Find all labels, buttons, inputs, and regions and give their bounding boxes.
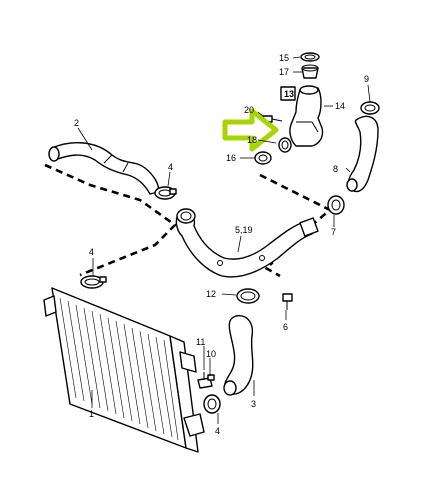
- hose-part-2: [48, 141, 160, 195]
- clamp-part-4-upper: [154, 186, 177, 200]
- callout-6: 6: [283, 322, 288, 332]
- callout-5-19: 5,19: [235, 225, 253, 235]
- callout-7: 7: [331, 227, 336, 237]
- hose-part-3: [223, 315, 254, 396]
- clamp-part-7: [327, 195, 345, 215]
- callout-12: 12: [206, 289, 216, 299]
- callout-10: 10: [206, 349, 216, 359]
- cap-part-15: [300, 52, 320, 62]
- highlight-arrow: [222, 108, 279, 152]
- pipe-part-5-19: [175, 208, 319, 278]
- callout-16: 16: [226, 153, 236, 163]
- dashed-line-left: [44, 163, 178, 277]
- hose-part-8: [346, 115, 379, 193]
- bracket-part-10-11: [197, 372, 215, 389]
- callout-14: 14: [335, 101, 345, 111]
- callout-8: 8: [333, 164, 338, 174]
- clamp-part-4-lower: [203, 394, 221, 414]
- callout-1: 1: [89, 409, 94, 419]
- callout-2: 2: [74, 118, 79, 128]
- callout-17: 17: [279, 67, 289, 77]
- clamp-part-12: [236, 288, 260, 304]
- seal-part-18: [278, 137, 292, 153]
- callout-4-middle: 4: [89, 247, 94, 257]
- callout-11: 11: [196, 337, 205, 347]
- callout-15: 15: [279, 53, 289, 63]
- ring-part-17: [301, 64, 319, 79]
- callout-4-upper: 4: [168, 162, 173, 172]
- clamp-part-9: [360, 101, 380, 115]
- clamp-part-4-middle: [80, 275, 107, 289]
- bolt-part-6: [282, 293, 293, 310]
- housing-part-14: [280, 85, 324, 147]
- clamp-part-16: [254, 151, 272, 165]
- leader-lines: [77, 56, 371, 424]
- callout-3: 3: [251, 399, 256, 409]
- callout-9: 9: [364, 74, 369, 84]
- intercooler-part-1: [43, 287, 205, 453]
- callout-4-lower: 4: [215, 426, 220, 436]
- callout-13: 13: [284, 89, 294, 99]
- callout-18: 18: [247, 135, 257, 145]
- callout-20: 20: [244, 105, 254, 115]
